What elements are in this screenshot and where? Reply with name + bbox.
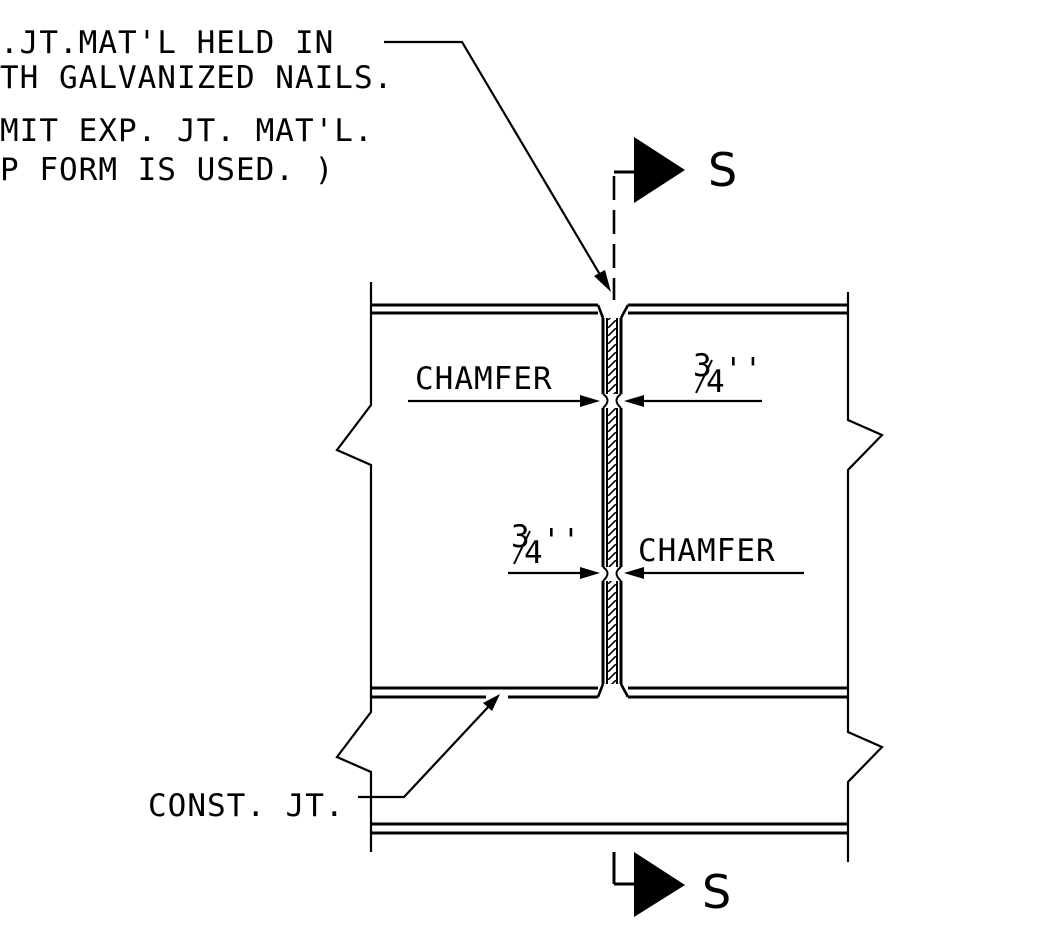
notes-block: .JT.MAT'L HELD IN TH GALVANIZED NAILS. M… [0,25,393,188]
const-jt-callout: CONST. JT. [148,694,500,824]
section-arrow-top-icon [634,137,685,203]
construction-joint-edge [371,686,848,699]
section-marker-bottom: S [612,852,731,919]
top-slab-edge [371,303,848,315]
bottom-slab-edge [371,822,848,835]
note-line-4: P FORM IS USED. ) [0,152,334,188]
dimension-bottom-denominator: 4 [524,535,544,571]
chamfer-label-top: CHAMFER [415,361,553,397]
top-dimension: CHAMFER 3 4 '' [408,348,763,407]
dimension-top-unit: '' [724,352,763,388]
dimension-bottom-unit: '' [542,523,581,559]
section-marker-top: S [614,137,737,203]
const-jt-label: CONST. JT. [148,788,345,824]
note-line-2: TH GALVANIZED NAILS. [0,60,393,96]
const-jt-arrowhead [483,694,500,711]
left-edge-break-line [335,282,373,852]
chamfer-arrowhead-top [580,395,600,407]
expansion-joint [596,304,630,698]
dimension-arrowhead-top [624,395,644,407]
note-leader-arrowhead [594,270,611,292]
right-edge-break-line [846,292,884,862]
dimension-arrowhead-bottom [580,567,600,579]
bottom-dimension: 3 4 '' CHAMFER [508,519,804,579]
dimension-top-numerator: 3 [693,348,713,384]
dimension-top-denominator: 4 [706,364,726,400]
dimension-bottom-numerator: 3 [511,519,531,555]
dimension-bottom-fraction: 3 4 '' [511,519,581,571]
note-line-1: .JT.MAT'L HELD IN [0,25,334,61]
note-line-3: MIT EXP. JT. MAT'L. [0,113,374,149]
section-arrow-bottom-icon [634,852,685,917]
const-jt-leader-line [358,704,491,799]
section-label-top: S [708,143,737,197]
dimension-top-fraction: 3 4 '' [693,348,763,400]
note-leader-line [384,40,603,279]
section-label-bottom: S [702,865,731,919]
joint-filler-hatch [607,318,617,684]
chamfer-label-bottom: CHAMFER [638,533,776,569]
chamfer-arrowhead-bottom [624,567,644,579]
